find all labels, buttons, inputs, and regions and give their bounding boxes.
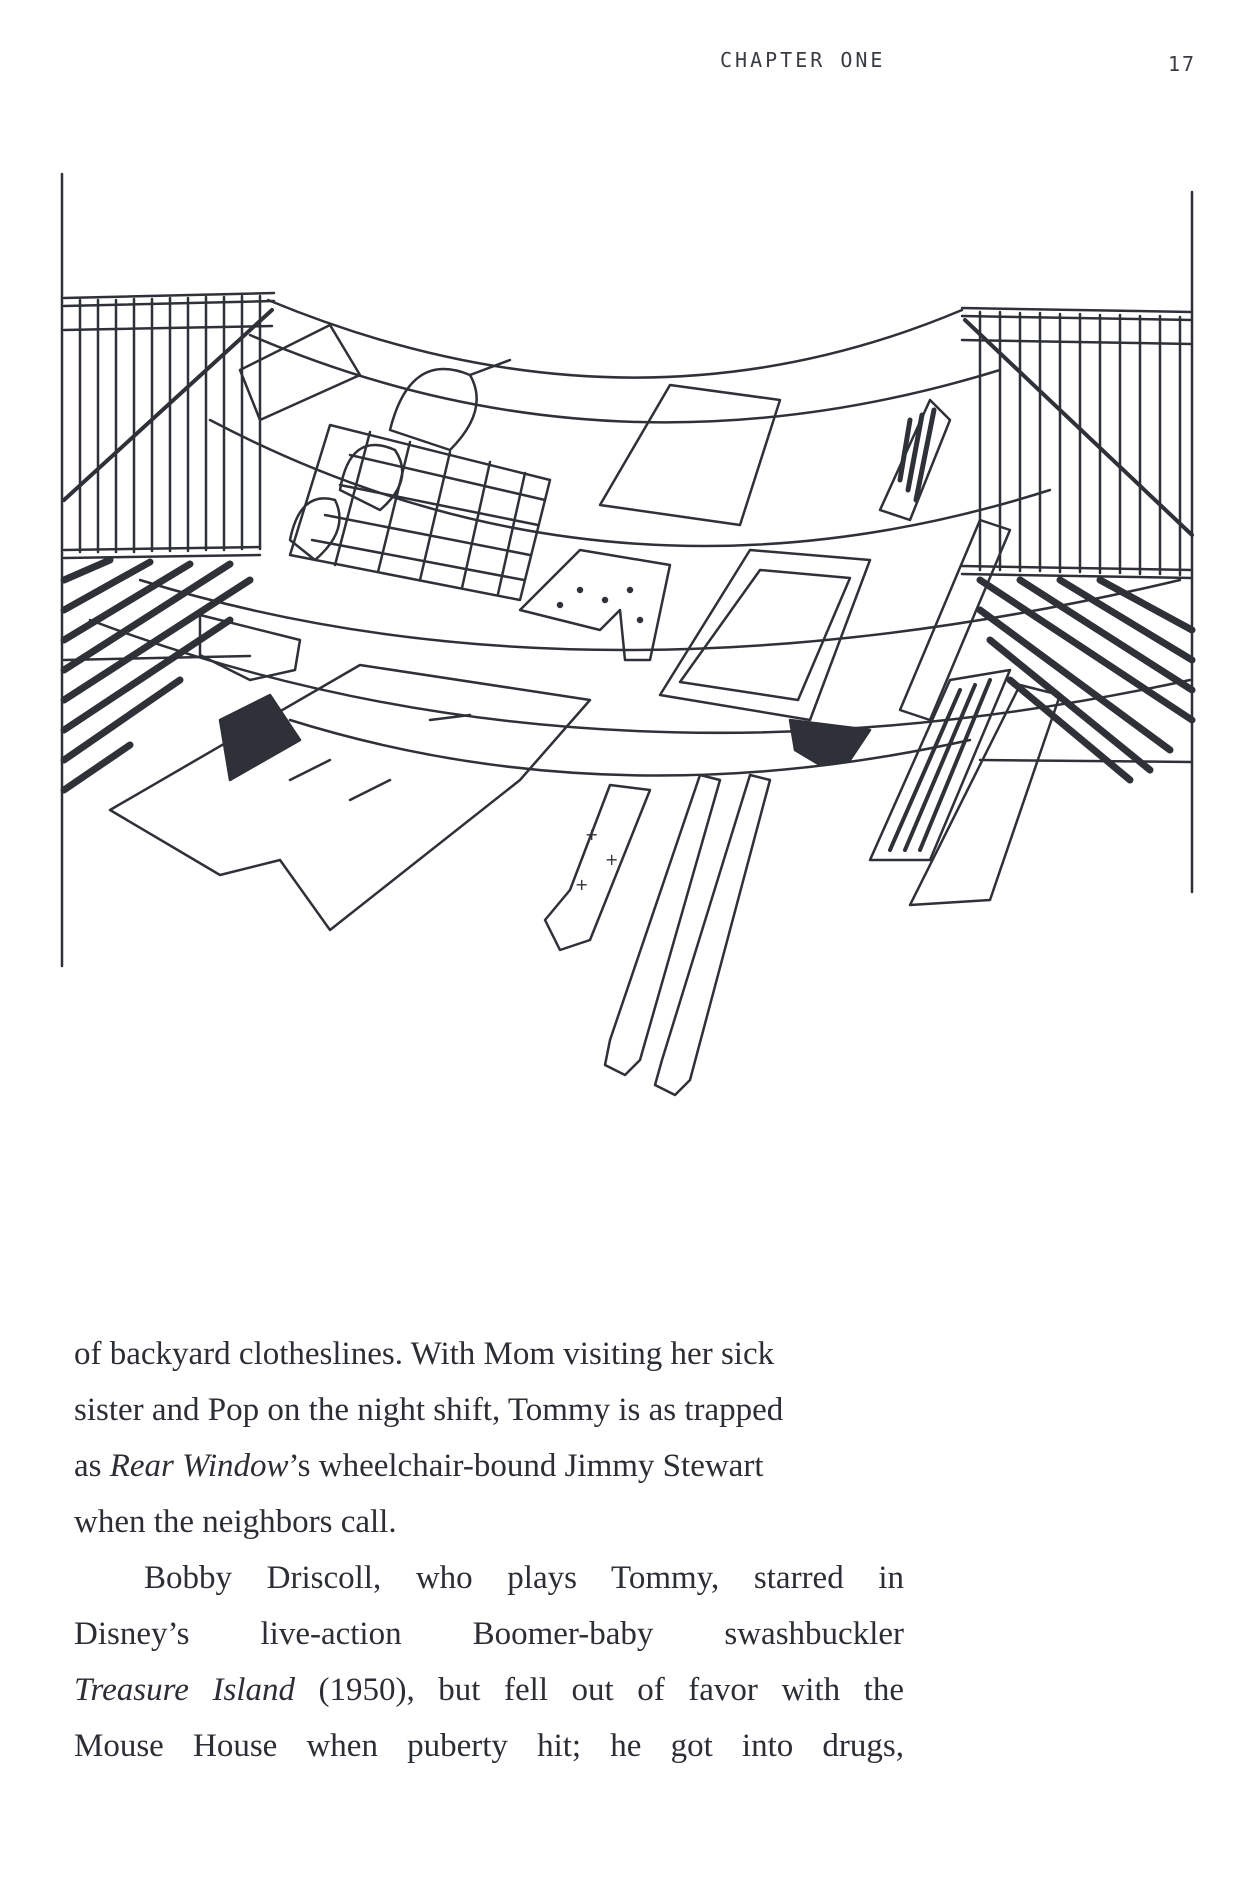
framed-towel (658, 548, 872, 722)
text-run: as (74, 1448, 110, 1484)
text-line: Treasure Island (1950), but fell out of … (74, 1662, 904, 1718)
paragraph-2: Bobby Driscoll, who plays Tommy, starred… (74, 1550, 904, 1774)
svg-text:+: + (575, 875, 588, 894)
text-line: Mouse House when puberty hit; he got int… (74, 1728, 904, 1764)
towel (238, 323, 362, 422)
film-title: Treasure Island (74, 1672, 295, 1708)
text-run: (1950), but fell out of favor with the (294, 1672, 905, 1708)
text-run: ’s wheelchair-bound Jimmy Stewart (288, 1448, 764, 1484)
panties (198, 613, 302, 682)
text-line: when the neighbors call. (74, 1504, 397, 1540)
dark-panties (788, 718, 872, 767)
svg-text:+: + (585, 825, 598, 844)
text-line: Disney’s live-action Boomer-baby swashbu… (74, 1616, 904, 1652)
striped-towel (868, 668, 1012, 862)
right-fire-escape (960, 306, 1196, 784)
text-line: Bobby Driscoll, who plays Tommy, starred… (144, 1560, 904, 1596)
left-fire-escape (60, 291, 276, 794)
body-text: of backyard clotheslines. With Mom visit… (74, 1326, 904, 1774)
text-line: as Rear Window’s wheelchair-bound Jimmy … (74, 1438, 904, 1494)
patterned-sock: + + + (543, 783, 652, 952)
striped-shirt (878, 398, 952, 522)
white-towel (908, 683, 1062, 907)
dark-cloth (218, 693, 302, 782)
svg-text:+: + (605, 850, 618, 869)
stockings (603, 773, 772, 1097)
long-towel (898, 518, 1012, 722)
page-number: 17 (1168, 52, 1197, 76)
plaid-blanket (288, 423, 552, 602)
running-head: CHAPTER ONE (720, 48, 886, 72)
paragraph-1: of backyard clotheslines. With Mom visit… (74, 1326, 904, 1550)
text-line: of backyard clotheslines. With Mom visit… (74, 1336, 775, 1372)
big-sheet (108, 663, 592, 932)
shorts (518, 548, 672, 662)
film-title: Rear Window (109, 1448, 289, 1484)
text-line: sister and Pop on the night shift, Tommy… (74, 1392, 784, 1428)
clotheslines-illustration: + + + (60, 172, 1196, 1097)
sheet (598, 383, 782, 527)
